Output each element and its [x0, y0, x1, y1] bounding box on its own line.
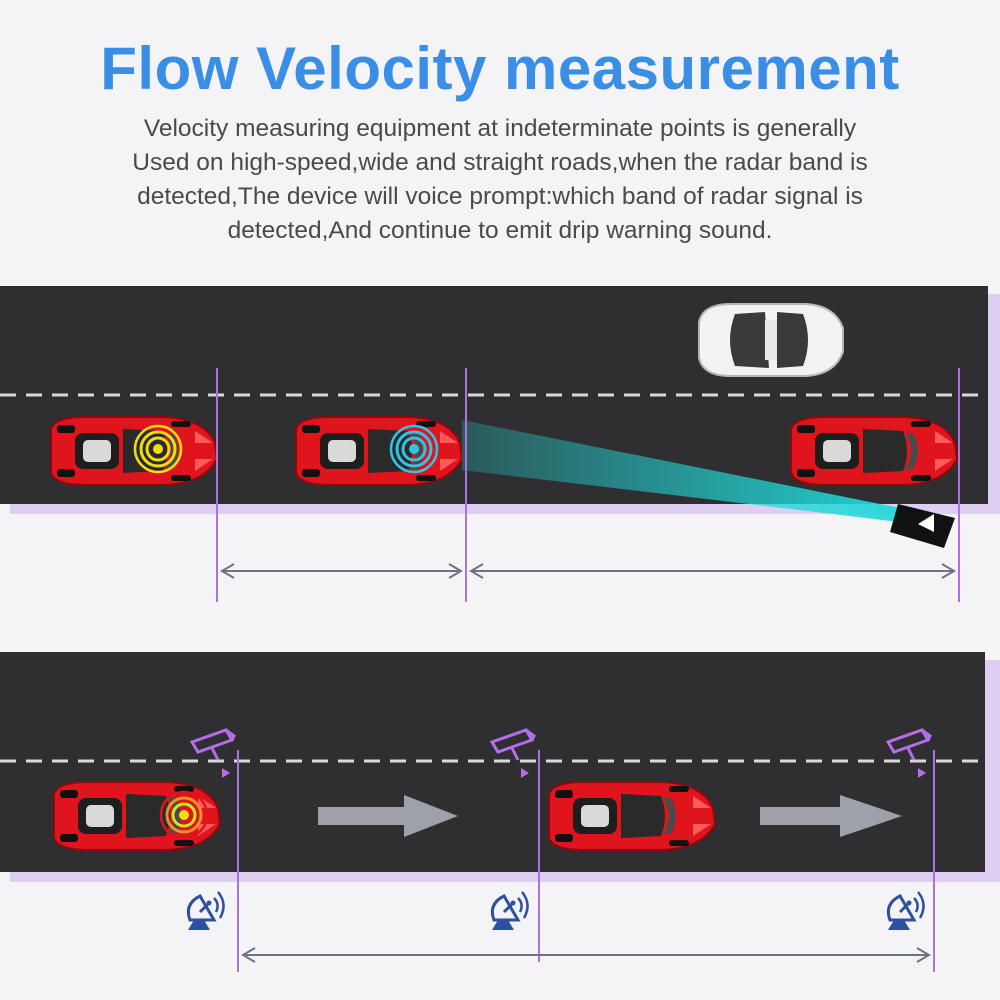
right-arrow-icon: [760, 795, 902, 837]
red-car: [790, 416, 958, 486]
description-line: detected,And continue to emit drip warni…: [227, 217, 773, 244]
white-car: [698, 303, 844, 377]
distance-arrow: [469, 563, 956, 579]
right-arrow-icon: [318, 795, 458, 837]
radar-beam: [462, 420, 900, 522]
distance-arrow: [220, 563, 463, 579]
speed-camera-icon: [890, 504, 955, 548]
page-title: Flow Velocity measurement: [100, 35, 900, 102]
signal-waves-icon: [159, 790, 209, 840]
description-line: detected,The device will voice prompt:wh…: [137, 183, 863, 210]
description: Velocity measuring equipment at indeterm…: [60, 112, 940, 248]
signal-waves-icon: [389, 424, 439, 474]
camera-pointer: [222, 768, 230, 778]
distance-arrow: [241, 947, 931, 963]
red-car: [548, 781, 716, 851]
signal-waves-icon: [133, 424, 183, 474]
radar-dish-icon: [886, 890, 926, 932]
description-line: Used on high-speed,wide and straight roa…: [132, 149, 868, 176]
radar-dish-icon: [186, 890, 226, 932]
description-line: Velocity measuring equipment at indeterm…: [143, 115, 857, 142]
radar-dish-icon: [490, 890, 530, 932]
camera-pointer: [521, 768, 529, 778]
camera-pointer: [918, 768, 926, 778]
